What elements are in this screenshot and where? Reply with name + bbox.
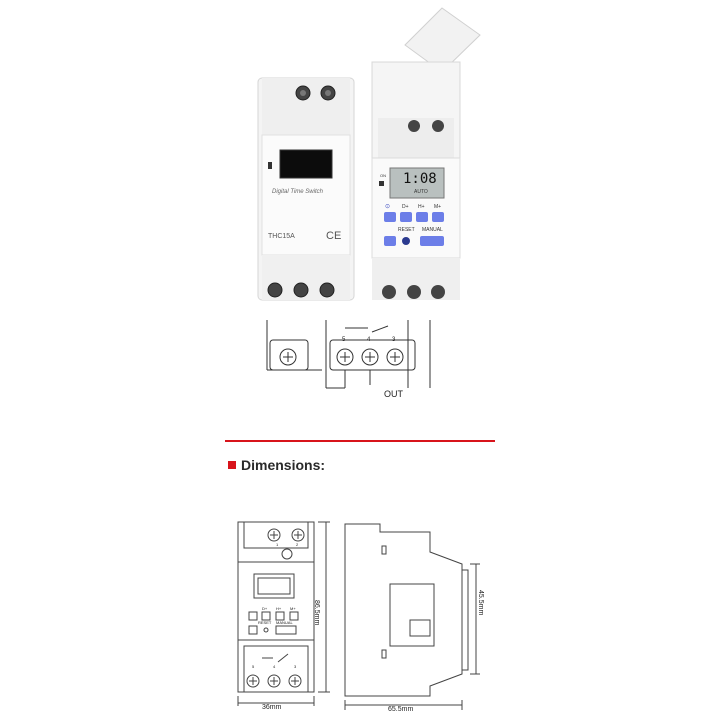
- front-hour-label: H+: [276, 606, 282, 611]
- day-button: [400, 212, 412, 222]
- out-label: OUT: [384, 389, 403, 399]
- reset-button: [402, 237, 410, 245]
- section-divider: [225, 440, 495, 442]
- front-view: [237, 521, 330, 706]
- led-label: ON: [380, 173, 386, 178]
- minute-button: [432, 212, 444, 222]
- reset-label: RESET: [398, 227, 415, 233]
- manual-label: MANUAL: [422, 227, 443, 233]
- mode-button: [384, 212, 396, 222]
- screw-icon: [431, 285, 445, 299]
- lcd-window: [279, 149, 333, 179]
- bullet-icon: [228, 461, 236, 469]
- lcd-subtext: AUTO: [414, 189, 428, 195]
- front-minute-label: M+: [290, 606, 296, 611]
- terminal-label-4: 4: [367, 337, 371, 343]
- product-photo: [257, 7, 481, 389]
- front-width-label: 36mm: [262, 704, 282, 711]
- hour-button-label: H+: [418, 204, 425, 210]
- device-closed: [257, 77, 355, 301]
- model-text: THC15A: [268, 233, 295, 240]
- terminal-label-3: 3: [392, 337, 396, 343]
- screw-icon: [432, 120, 444, 132]
- dimensions-title: Dimensions:: [241, 457, 326, 473]
- screw-icon: [407, 285, 421, 299]
- side-view: [344, 523, 480, 710]
- device-open: [371, 7, 481, 300]
- front-height-label: 86.5mm: [313, 600, 320, 626]
- front-top-terminal-2: 2: [296, 542, 299, 547]
- day-button-label: D+: [402, 204, 409, 210]
- front-day-label: D+: [262, 606, 268, 611]
- wiring-diagram: [266, 320, 431, 389]
- front-bottom-terminal-5: 5: [252, 664, 255, 669]
- minute-button-label: M+: [434, 204, 442, 210]
- ce-mark: CE: [326, 230, 342, 242]
- terminal-label-5: 5: [342, 337, 346, 343]
- screw-icon: [319, 282, 335, 298]
- dimension-drawings: [237, 521, 480, 710]
- brand-text: Digital Time Switch: [272, 189, 323, 195]
- mode-button-label: ⊙: [385, 204, 391, 210]
- front-bottom-terminal-3: 3: [294, 664, 297, 669]
- manual-button: [420, 236, 444, 246]
- lcd-screen: [389, 167, 445, 199]
- front-reset-label: RESET: [258, 620, 272, 625]
- clock-button: [384, 236, 396, 246]
- front-manual-label: MANUAL: [276, 620, 293, 625]
- dimensions-heading: Dimensions:: [228, 457, 325, 473]
- side-height-label: 45.5mm: [477, 590, 484, 616]
- hour-button: [416, 212, 428, 222]
- front-bottom-terminal-4: 4: [273, 664, 276, 669]
- screw-icon: [267, 282, 283, 298]
- screw-icon: [382, 285, 396, 299]
- side-depth-label: 65.5mm: [388, 706, 414, 713]
- lcd-text: 1:08: [403, 171, 437, 187]
- screw-icon: [293, 282, 309, 298]
- front-top-terminal-1: 1: [276, 542, 279, 547]
- screw-icon: [408, 120, 420, 132]
